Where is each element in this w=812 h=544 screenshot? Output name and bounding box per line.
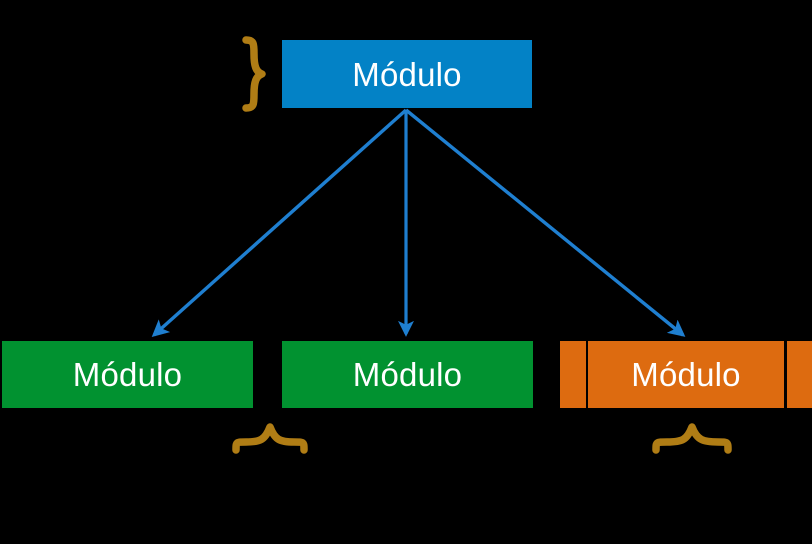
brace-root-icon	[242, 36, 266, 112]
arrow-root-to-child-1	[151, 108, 408, 338]
module-node-child-3-left-segment[interactable]	[560, 341, 586, 408]
module-node-child-1[interactable]: Módulo	[2, 341, 253, 408]
module-node-child-2[interactable]: Módulo	[282, 341, 533, 408]
brace-bottom-1-icon	[232, 423, 308, 454]
brace-bottom-2-icon	[652, 423, 732, 454]
module-node-root-label: Módulo	[352, 55, 462, 93]
module-node-child-3-right-segment[interactable]	[787, 341, 812, 408]
module-node-child-1-label: Módulo	[72, 356, 183, 393]
arrow-root-to-child-3	[404, 108, 686, 337]
module-node-child-3-label: Módulo	[631, 356, 741, 393]
module-node-root[interactable]: Módulo	[282, 40, 532, 108]
module-node-child-3[interactable]: Módulo	[588, 341, 784, 408]
module-node-child-2-label: Módulo	[352, 356, 463, 393]
